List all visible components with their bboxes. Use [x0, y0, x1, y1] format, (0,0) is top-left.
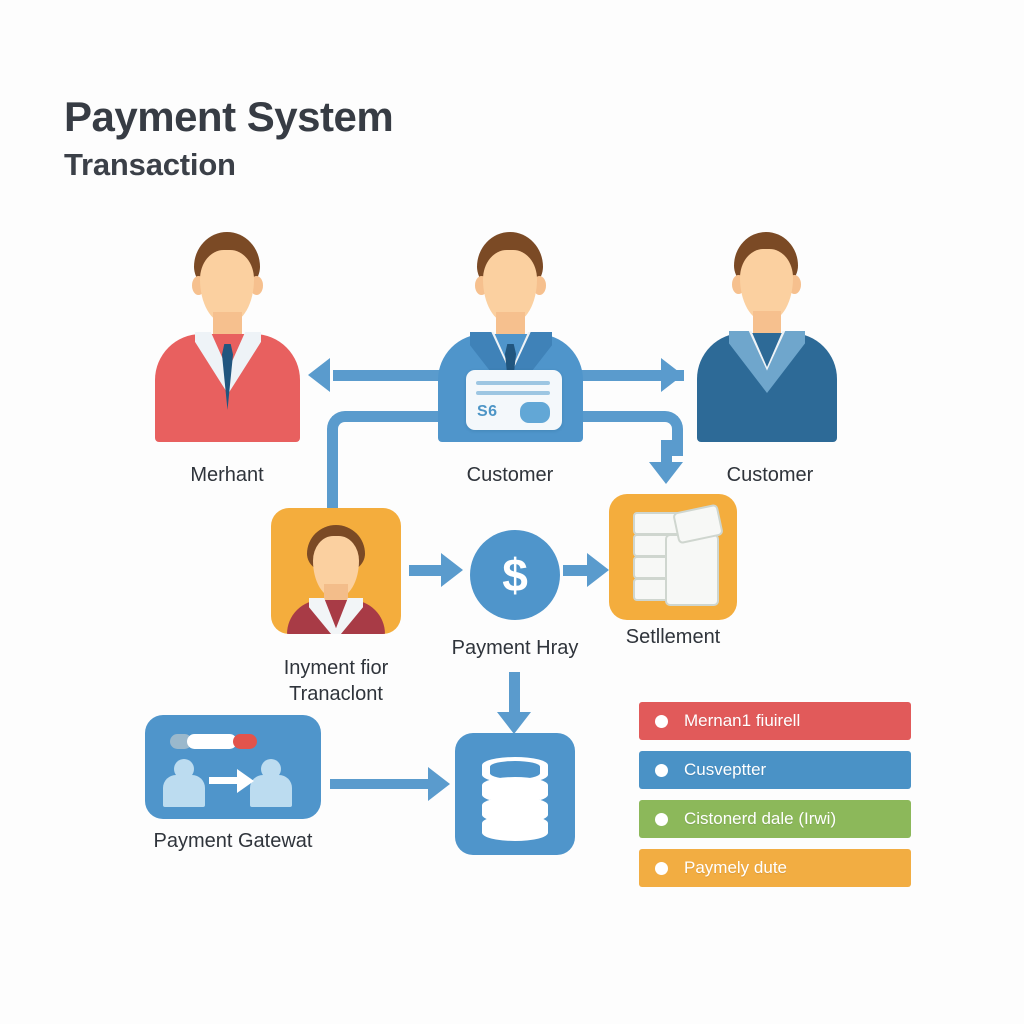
arrow-center-to-merchant-line	[333, 370, 443, 381]
customer-center-person-icon: S6	[438, 232, 583, 442]
payment-gateway-label: Payment Gatewat	[153, 830, 313, 852]
arrow-elbow-right-vertical	[661, 440, 672, 464]
gateway-transfer-arrow-line	[209, 777, 239, 784]
arrow-dollar-to-settlement-head	[587, 553, 609, 587]
arrow-avatar-to-dollar-line	[409, 565, 443, 576]
arrow-elbow-right-head	[649, 462, 683, 484]
face	[740, 249, 793, 321]
database-disc-4	[482, 815, 548, 841]
credit-card-icon: S6	[466, 370, 562, 430]
arrow-payment-to-database-line	[509, 672, 520, 714]
gateway-person-left-body	[163, 775, 205, 807]
settlement-tile-icon	[609, 494, 737, 620]
settlement-label: Setllement	[625, 626, 721, 648]
arrow-gateway-to-database-head	[428, 767, 450, 801]
legend-item[interactable]: Mernan1 fiuirell	[639, 702, 911, 740]
necktie	[221, 344, 234, 410]
arrow-elbow-left-corner	[327, 411, 372, 456]
arrow-elbow-right-horizontal	[581, 411, 649, 422]
arrow-payment-to-database-head	[497, 712, 531, 734]
database-tile-icon	[455, 733, 575, 855]
card-chip-icon	[520, 402, 550, 423]
arrow-center-to-customer-head	[661, 358, 683, 392]
payment-gateway-tile-icon	[145, 715, 321, 819]
arrow-elbow-left-vertical	[327, 440, 338, 508]
arrow-center-to-merchant-head	[308, 358, 330, 392]
payment-for-transaction-tile-icon	[271, 508, 401, 634]
customer-right-person-icon	[697, 232, 837, 442]
database-disc-top-inner	[490, 761, 540, 779]
card-stripe-2	[476, 391, 550, 395]
legend-item[interactable]: Cusveptter	[639, 751, 911, 789]
gateway-person-right-body	[250, 775, 292, 807]
bullet-dot-icon	[655, 714, 668, 728]
customer-right-label: Customer	[726, 464, 814, 486]
payment-array-label: Payment Hray	[451, 637, 579, 659]
payment-array-dollar-circle-icon: $	[470, 530, 560, 620]
arrow-dollar-to-settlement-line	[563, 565, 589, 576]
card-label: S6	[477, 403, 498, 420]
title-block: Payment System Transaction	[64, 93, 394, 183]
legend-item-label: Mernan1 fiuirell	[684, 711, 801, 730]
arrow-avatar-to-dollar-head	[441, 553, 463, 587]
document-front-page	[665, 534, 719, 606]
gateway-person-left-head	[174, 759, 194, 779]
payment-for-transaction-label: Inyment fior Tranaclont	[283, 657, 389, 705]
face	[483, 250, 537, 323]
page-subtitle: Transaction	[64, 146, 236, 182]
legend-item[interactable]: Paymely dute	[639, 849, 911, 887]
gateway-transfer-arrow-head	[237, 769, 254, 793]
customer-center-label: Customer	[466, 464, 554, 486]
gateway-person-right-head	[261, 759, 281, 779]
merchant-person-icon	[155, 232, 300, 442]
card-stripe-1	[476, 381, 550, 385]
page-title: Payment System	[64, 93, 394, 140]
legend-item[interactable]: Cistonerd dale (Irwi)	[639, 800, 911, 838]
legend-item-label: Cusveptter	[684, 760, 767, 779]
legend: Mernan1 fiuirell Cusveptter Cistonerd da…	[639, 702, 911, 898]
legend-item-label: Paymely dute	[684, 858, 787, 877]
bullet-dot-icon	[655, 763, 668, 777]
gateway-pill-red	[233, 734, 257, 749]
arrow-center-to-customer-line	[581, 370, 684, 381]
bullet-dot-icon	[655, 861, 668, 875]
legend-item-label: Cistonerd dale (Irwi)	[684, 809, 837, 828]
arrow-gateway-to-database-line	[330, 779, 430, 789]
face	[200, 250, 254, 323]
gateway-pill-white	[187, 734, 237, 749]
bullet-dot-icon	[655, 812, 668, 826]
arrow-elbow-right-corner	[638, 411, 683, 456]
arrow-elbow-left-horizontal	[360, 411, 445, 422]
gateway-pill-grey	[170, 734, 192, 749]
merchant-label: Merhant	[190, 464, 264, 486]
